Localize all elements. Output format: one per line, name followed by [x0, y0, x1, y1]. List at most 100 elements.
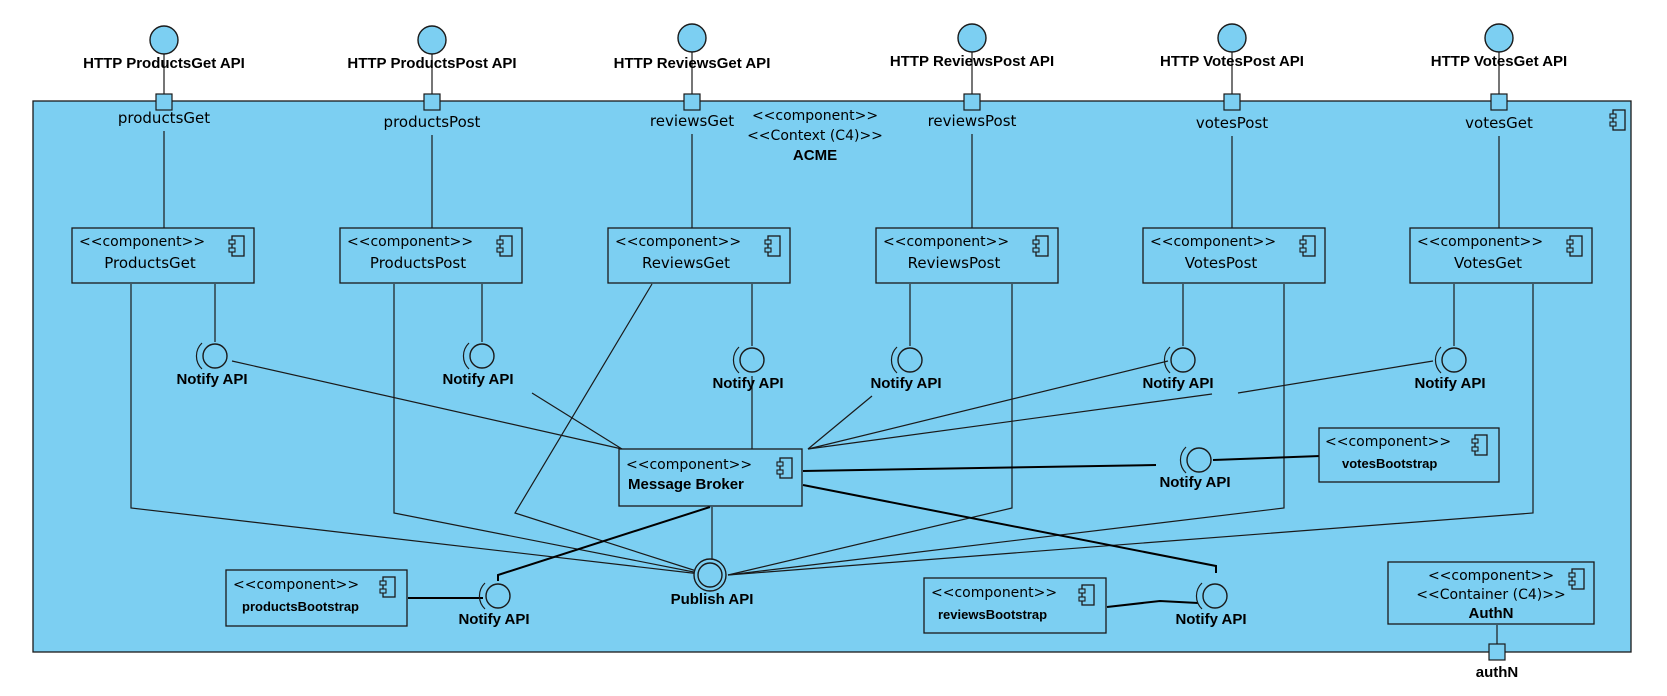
component-icon [764, 235, 781, 257]
http-api-port[interactable] [1490, 93, 1508, 111]
reviews-bootstrap-name: reviewsBootstrap [938, 607, 1047, 622]
component-icon [228, 235, 245, 257]
votes-bootstrap-name: votesBootstrap [1342, 456, 1437, 471]
authn-port[interactable] [1488, 643, 1506, 661]
reviews-bootstrap-stereotype: <<component>> [931, 585, 1057, 601]
component-name: ReviewsGet [642, 254, 730, 272]
products-bootstrap-name: productsBootstrap [242, 599, 359, 614]
authn-c4-stereotype: <<Container (C4)>> [1416, 587, 1565, 603]
component-box[interactable]: <<component>> ReviewsPost [875, 227, 1059, 284]
http-api-interface-icon[interactable] [957, 23, 987, 53]
acme-stereotype: <<component>> [752, 108, 878, 124]
component-name: VotesGet [1454, 254, 1522, 272]
http-api-interface-icon[interactable] [677, 23, 707, 53]
notify-api-label: Notify API [458, 611, 529, 628]
component-name: ProductsPost [370, 254, 466, 272]
component-name: ReviewsPost [908, 254, 1001, 272]
notify-api-label: Notify API [176, 371, 247, 388]
notify-api-group: Notify API Notify API Notify API Notify API… [176, 342, 1486, 628]
component-icon [1032, 235, 1049, 257]
notify-api-label: Notify API [870, 375, 941, 392]
component-box[interactable]: <<component>> ReviewsGet [607, 227, 791, 284]
external-api-group: HTTP ProductsGet API productsGet HTTP Prod… [83, 23, 1567, 229]
component-name: VotesPost [1185, 254, 1258, 272]
port-label: reviewsGet [650, 112, 734, 130]
component-icon [1078, 584, 1095, 606]
component-icon [1566, 235, 1583, 257]
connector-lines [130, 283, 1534, 644]
port-label: votesPost [1196, 114, 1268, 132]
component-box[interactable]: <<component>> VotesGet [1409, 227, 1593, 284]
notify-api-interface[interactable]: Notify API [870, 346, 942, 392]
component-stereotype: <<component>> [347, 234, 473, 250]
authn-name: AuthN [1469, 605, 1514, 622]
port-label: votesGet [1465, 114, 1533, 132]
http-api-port[interactable] [155, 93, 173, 111]
authn-stereotype: <<component>> [1428, 568, 1554, 584]
component-box[interactable]: <<component>> ProductsPost [339, 227, 523, 284]
port-label: productsPost [384, 113, 481, 131]
products-bootstrap[interactable]: <<component>> productsBootstrap [225, 569, 408, 627]
component-icon [1471, 434, 1488, 456]
http-api-interface-icon[interactable] [417, 25, 447, 55]
component-name: ProductsGet [104, 254, 196, 272]
http-api-port[interactable] [1223, 93, 1241, 111]
http-api-label: HTTP VotesPost API [1160, 53, 1304, 70]
notify-api-label: Notify API [1414, 375, 1485, 392]
notify-api-label: Notify API [1175, 611, 1246, 628]
http-api-label: HTTP ReviewsPost API [890, 53, 1054, 70]
http-api-interface-icon[interactable] [149, 25, 179, 55]
component-icon [1568, 568, 1585, 590]
http-api-label: HTTP ProductsGet API [83, 55, 245, 72]
reviews-bootstrap[interactable]: <<component>> reviewsBootstrap [923, 577, 1107, 634]
notify-api-interface[interactable]: Notify API [442, 342, 514, 388]
notify-api-interface[interactable]: Notify API [712, 346, 784, 392]
component-icon [1299, 235, 1316, 257]
message-broker[interactable]: <<component>> Message Broker [618, 448, 803, 507]
component-stereotype: <<component>> [615, 234, 741, 250]
notify-api-label: Notify API [442, 371, 513, 388]
http-api-port[interactable] [423, 93, 441, 111]
votes-bootstrap[interactable]: <<component>> votesBootstrap [1318, 427, 1500, 483]
acme-name: ACME [793, 147, 837, 164]
notify-api-interface[interactable]: Notify API [1175, 582, 1247, 628]
component-box[interactable]: <<component>> VotesPost [1142, 227, 1326, 284]
publish-api[interactable]: Publish API [671, 558, 754, 608]
notify-api-interface[interactable]: Notify API [1159, 446, 1231, 491]
port-label: productsGet [118, 109, 210, 127]
notify-api-label: Notify API [712, 375, 783, 392]
http-api-port[interactable] [963, 93, 981, 111]
notify-api-label: Notify API [1142, 375, 1213, 392]
component-row: <<component>> ProductsGet <<component>> Pro… [71, 227, 1593, 284]
http-api-port[interactable] [683, 93, 701, 111]
component-stereotype: <<component>> [79, 234, 205, 250]
authn-container[interactable]: <<component>> <<Container (C4)>> AuthN [1387, 561, 1595, 625]
notify-api-interface[interactable]: Notify API [176, 342, 248, 388]
http-api-label: HTTP VotesGet API [1431, 53, 1567, 70]
component-box[interactable]: <<component>> ProductsGet [71, 227, 255, 284]
authn-port-label: authN [1476, 664, 1519, 681]
http-api-label: HTTP ProductsPost API [347, 55, 516, 72]
component-stereotype: <<component>> [1150, 234, 1276, 250]
component-icon [1609, 109, 1626, 131]
notify-api-label: Notify API [1159, 474, 1230, 491]
products-bootstrap-stereotype: <<component>> [233, 577, 359, 593]
component-stereotype: <<component>> [883, 234, 1009, 250]
message-broker-stereotype: <<component>> [626, 457, 752, 473]
notify-api-interface[interactable]: Notify API [458, 582, 530, 628]
component-icon [776, 457, 793, 479]
component-stereotype: <<component>> [1417, 234, 1543, 250]
component-icon [496, 235, 513, 257]
publish-api-label: Publish API [671, 591, 754, 608]
component-icon [379, 576, 396, 598]
notify-api-interface[interactable]: Notify API [1414, 346, 1486, 392]
notify-api-interface[interactable]: Notify API [1142, 346, 1214, 392]
http-api-interface-icon[interactable] [1217, 23, 1247, 53]
port-label: reviewsPost [928, 112, 1017, 130]
message-broker-name: Message Broker [628, 476, 744, 493]
http-api-interface-icon[interactable] [1484, 23, 1514, 53]
http-api-label: HTTP ReviewsGet API [614, 55, 771, 72]
votes-bootstrap-stereotype: <<component>> [1325, 434, 1451, 450]
acme-c4-stereotype: <<Context (C4)>> [747, 128, 883, 144]
